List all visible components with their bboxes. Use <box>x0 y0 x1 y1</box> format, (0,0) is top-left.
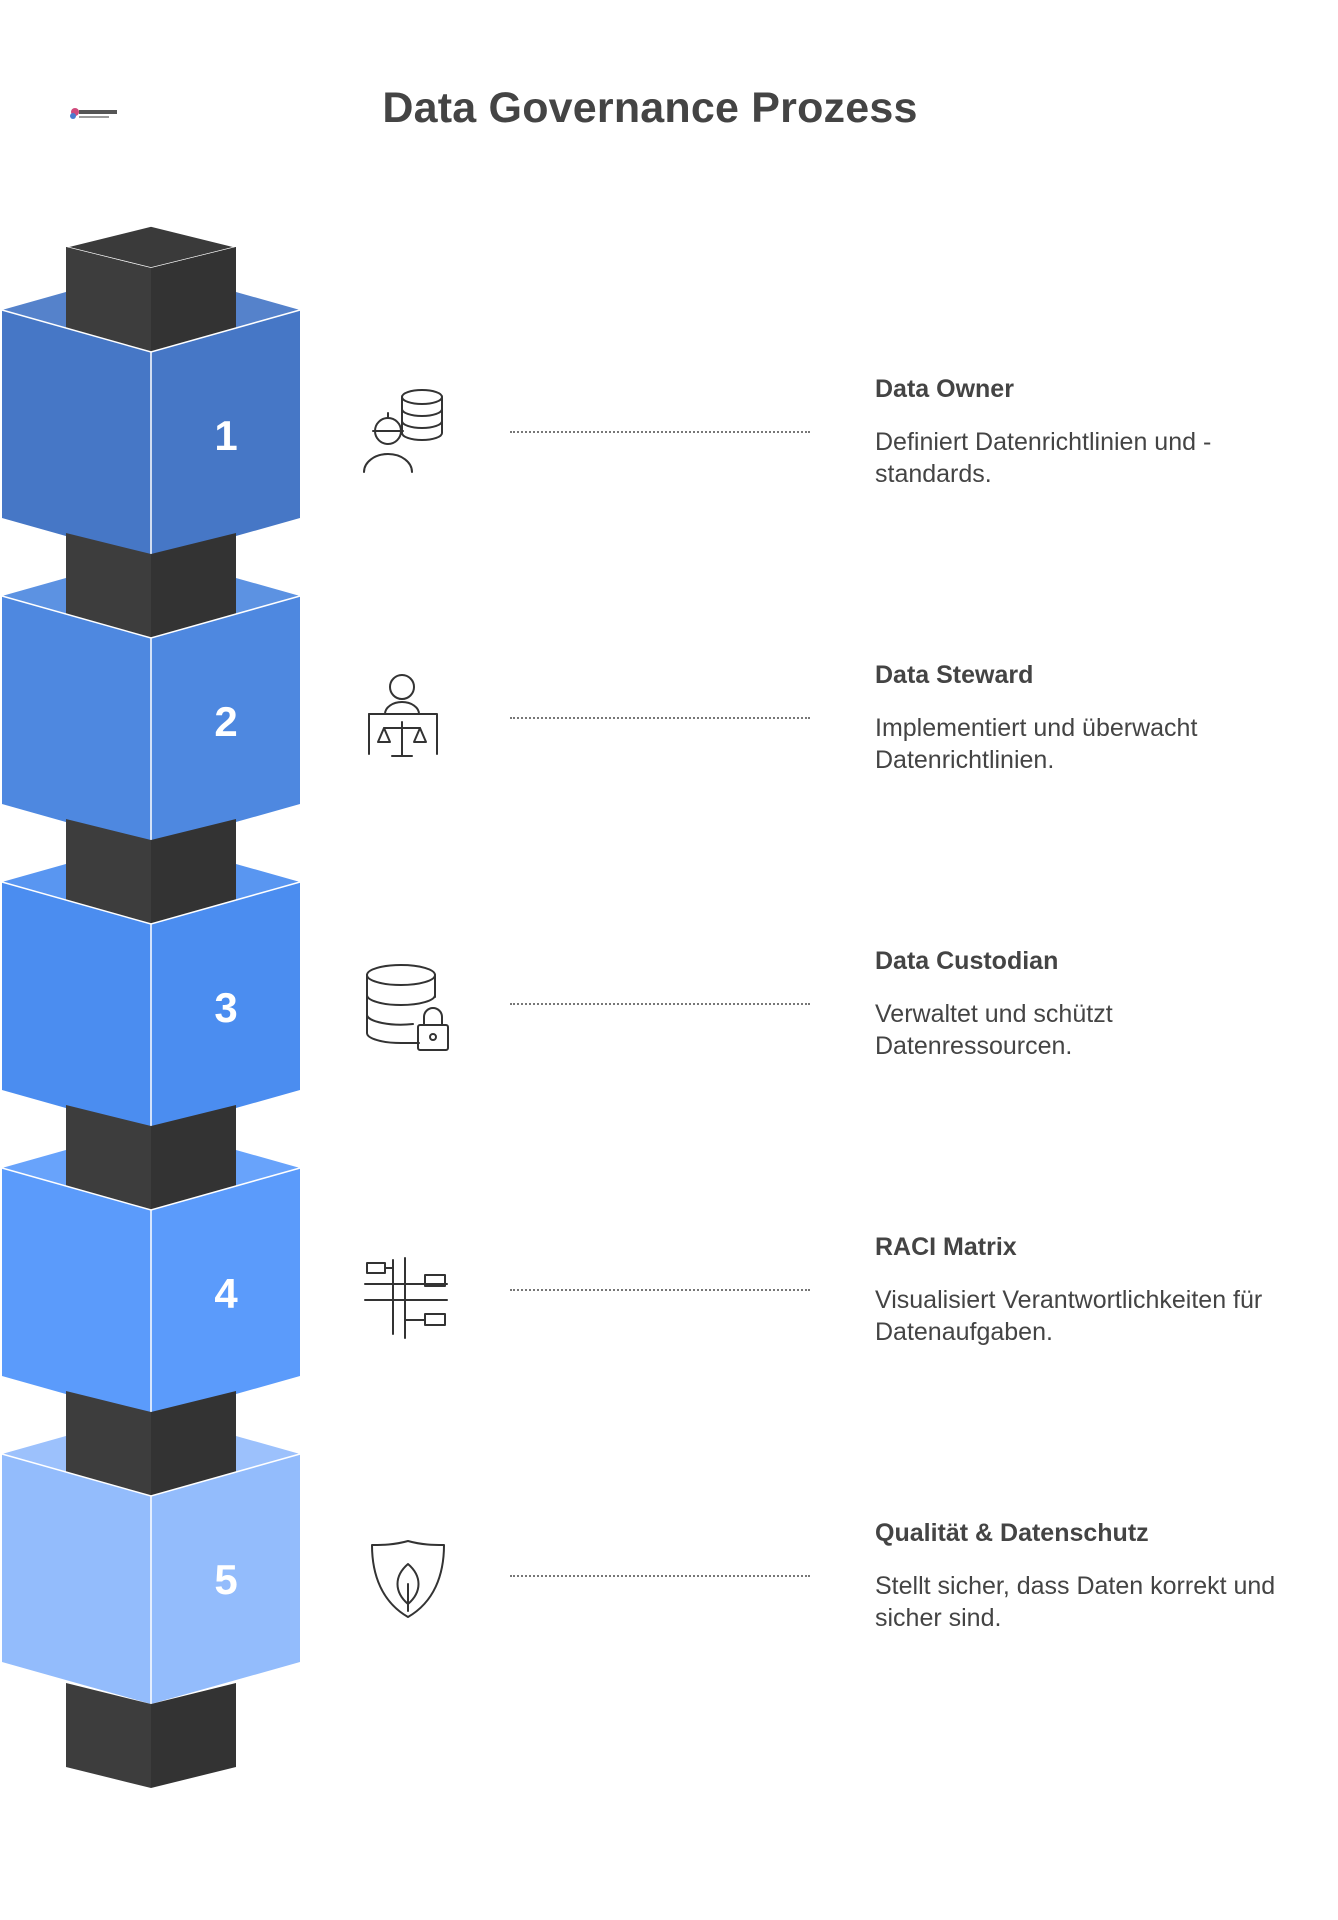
cube-3-left-face <box>2 882 151 1132</box>
data-owner-icon <box>363 389 443 473</box>
cube-5-left-face <box>2 1454 151 1704</box>
dark-post-bottom-right <box>151 1683 236 1788</box>
connector-line-4 <box>510 1289 810 1291</box>
step-1-number: 1 <box>214 412 237 459</box>
step-description: Implementiert und überwacht Datenrichtli… <box>875 714 1198 774</box>
step-4-number: 4 <box>214 1270 238 1317</box>
cube-4-left-face <box>2 1168 151 1418</box>
step-2-number: 2 <box>214 698 237 745</box>
database-lock-icon <box>366 964 449 1051</box>
dark-post-left <box>66 533 151 638</box>
icons-column <box>363 389 449 1618</box>
cube-3-right-face <box>151 882 300 1132</box>
logo <box>70 108 117 119</box>
step-4-text: RACI Matrix Visualisiert Verantwortlichk… <box>875 1232 1295 1348</box>
step-1-text: Data Owner Definiert Datenrichtlinien un… <box>875 374 1295 490</box>
step-3-number: 3 <box>214 984 237 1031</box>
cube-2-left-face <box>2 596 151 846</box>
step-description: Verwaltet und schützt Datenressourcen. <box>875 1000 1113 1060</box>
step-5-number: 5 <box>214 1556 237 1603</box>
cube-2-right-face <box>151 596 300 846</box>
shield-leaf-icon <box>371 1540 445 1618</box>
step-2-text: Data Steward Implementiert und überwacht… <box>875 660 1295 776</box>
connector-line-3 <box>510 1003 810 1005</box>
page-title: Data Governance Prozess <box>382 84 918 132</box>
block-tower: 1 2 3 4 5 <box>1 225 301 1788</box>
cube-5-right-face <box>151 1454 300 1704</box>
step-title: Data Steward <box>875 661 1034 689</box>
dark-post-right <box>151 533 236 638</box>
step-description: Visualisiert Verantwortlichkeiten für Da… <box>875 1286 1263 1346</box>
connector-line-2 <box>510 717 810 719</box>
dark-post-bottom-left <box>66 1683 151 1788</box>
connector-line-1 <box>510 431 810 433</box>
hierarchy-matrix-icon <box>364 1257 448 1339</box>
step-title: Data Owner <box>875 375 1014 403</box>
step-title: RACI Matrix <box>875 1233 1017 1261</box>
dark-post-right <box>151 1391 236 1496</box>
dark-post-left <box>66 1105 151 1210</box>
step-title: Qualität & Datenschutz <box>875 1519 1149 1547</box>
dark-post-right <box>151 1105 236 1210</box>
dark-post-right <box>151 819 236 924</box>
dark-post-left <box>66 247 151 352</box>
cube-4-right-face <box>151 1168 300 1418</box>
cube-1-right-face <box>151 310 300 560</box>
step-3-text: Data Custodian Verwaltet und schützt Dat… <box>875 946 1295 1062</box>
step-description: Definiert Datenrichtlinien und -standard… <box>875 428 1212 488</box>
dark-post-left <box>66 1391 151 1496</box>
step-description: Stellt sicher, dass Daten korrekt und si… <box>875 1572 1276 1632</box>
data-steward-icon <box>368 674 438 757</box>
cube-1-left-face <box>2 310 151 560</box>
step-title: Data Custodian <box>875 947 1059 975</box>
connector-line-5 <box>510 1575 810 1577</box>
dark-post-right <box>151 247 236 352</box>
step-5-text: Qualität & Datenschutz Stellt sicher, da… <box>875 1518 1295 1634</box>
dark-post-left <box>66 819 151 924</box>
